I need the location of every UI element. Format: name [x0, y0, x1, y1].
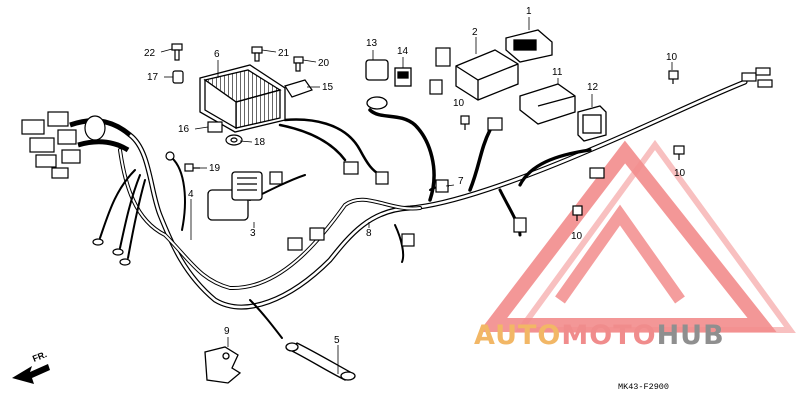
watermark-prefix: AUTO — [474, 320, 561, 351]
bolt-21 — [251, 46, 263, 62]
wire-terminals-left — [92, 151, 175, 266]
callout-14: 14 — [397, 46, 409, 57]
washer-18 — [225, 134, 243, 146]
callout-15: 15 — [322, 82, 334, 93]
callout-19: 19 — [209, 163, 221, 174]
relay-11 — [519, 83, 576, 125]
connector-14 — [394, 67, 412, 87]
bracket-15 — [284, 79, 313, 98]
clip-10-d — [572, 205, 583, 221]
callout-10-c: 10 — [674, 168, 686, 179]
leader-lines — [160, 17, 673, 374]
fuse-box-12 — [577, 105, 607, 142]
callout-3: 3 — [250, 228, 256, 239]
wire-terminals-right — [741, 67, 773, 88]
callout-10-a: 10 — [666, 52, 678, 63]
bolt-22 — [171, 43, 183, 61]
drain-tube-5 — [285, 342, 356, 381]
callout-16: 16 — [178, 124, 190, 135]
callout-9: 9 — [224, 326, 230, 337]
callout-12: 12 — [587, 82, 599, 93]
collar-17 — [172, 70, 184, 84]
callout-1: 1 — [526, 6, 532, 17]
callout-18: 18 — [254, 137, 266, 148]
grommet-16 — [207, 121, 223, 133]
control-unit-2 — [455, 49, 519, 101]
connector-top-2 — [429, 47, 451, 95]
callout-2: 2 — [472, 27, 478, 38]
callout-22: 22 — [144, 48, 156, 59]
callout-4: 4 — [188, 189, 194, 200]
relay-1 — [505, 29, 553, 63]
callout-5: 5 — [334, 335, 340, 346]
screw-19 — [184, 163, 200, 172]
relay-13 — [365, 59, 389, 110]
bolt-20 — [293, 56, 304, 72]
connector-bundle-left — [21, 111, 132, 179]
bracket-9 — [204, 346, 242, 384]
watermark-logo — [478, 139, 796, 333]
clip-10-a — [668, 70, 679, 84]
harness-connectors — [269, 117, 605, 251]
callout-labels: 1 2 3 4 5 6 7 8 9 10 10 10 10 11 12 13 1… — [144, 6, 686, 346]
watermark-text: AUTOMOTOHUB — [474, 320, 725, 351]
callout-11: 11 — [552, 67, 563, 78]
regulator-rectifier — [199, 64, 286, 133]
callout-7: 7 — [458, 176, 464, 187]
arrow-icon — [12, 364, 50, 384]
direction-label: FR. — [31, 349, 48, 364]
watermark-middle: MOTO — [561, 320, 656, 351]
clip-10-b — [460, 115, 470, 130]
starter-relay-3 — [207, 171, 263, 221]
main-wire-harness — [99, 79, 748, 339]
callout-8: 8 — [366, 228, 372, 239]
front-direction-arrow: FR. — [12, 349, 50, 384]
callout-21: 21 — [278, 48, 290, 59]
clip-10-c — [673, 145, 685, 160]
part-code: MK43-F2900 — [618, 382, 669, 392]
callout-20: 20 — [318, 58, 330, 69]
watermark-suffix: HUB — [657, 320, 725, 351]
callout-10-b: 10 — [453, 98, 465, 109]
callout-13: 13 — [366, 38, 378, 49]
callout-17: 17 — [147, 72, 159, 83]
callout-10-d: 10 — [571, 231, 583, 242]
callout-6: 6 — [214, 49, 220, 60]
